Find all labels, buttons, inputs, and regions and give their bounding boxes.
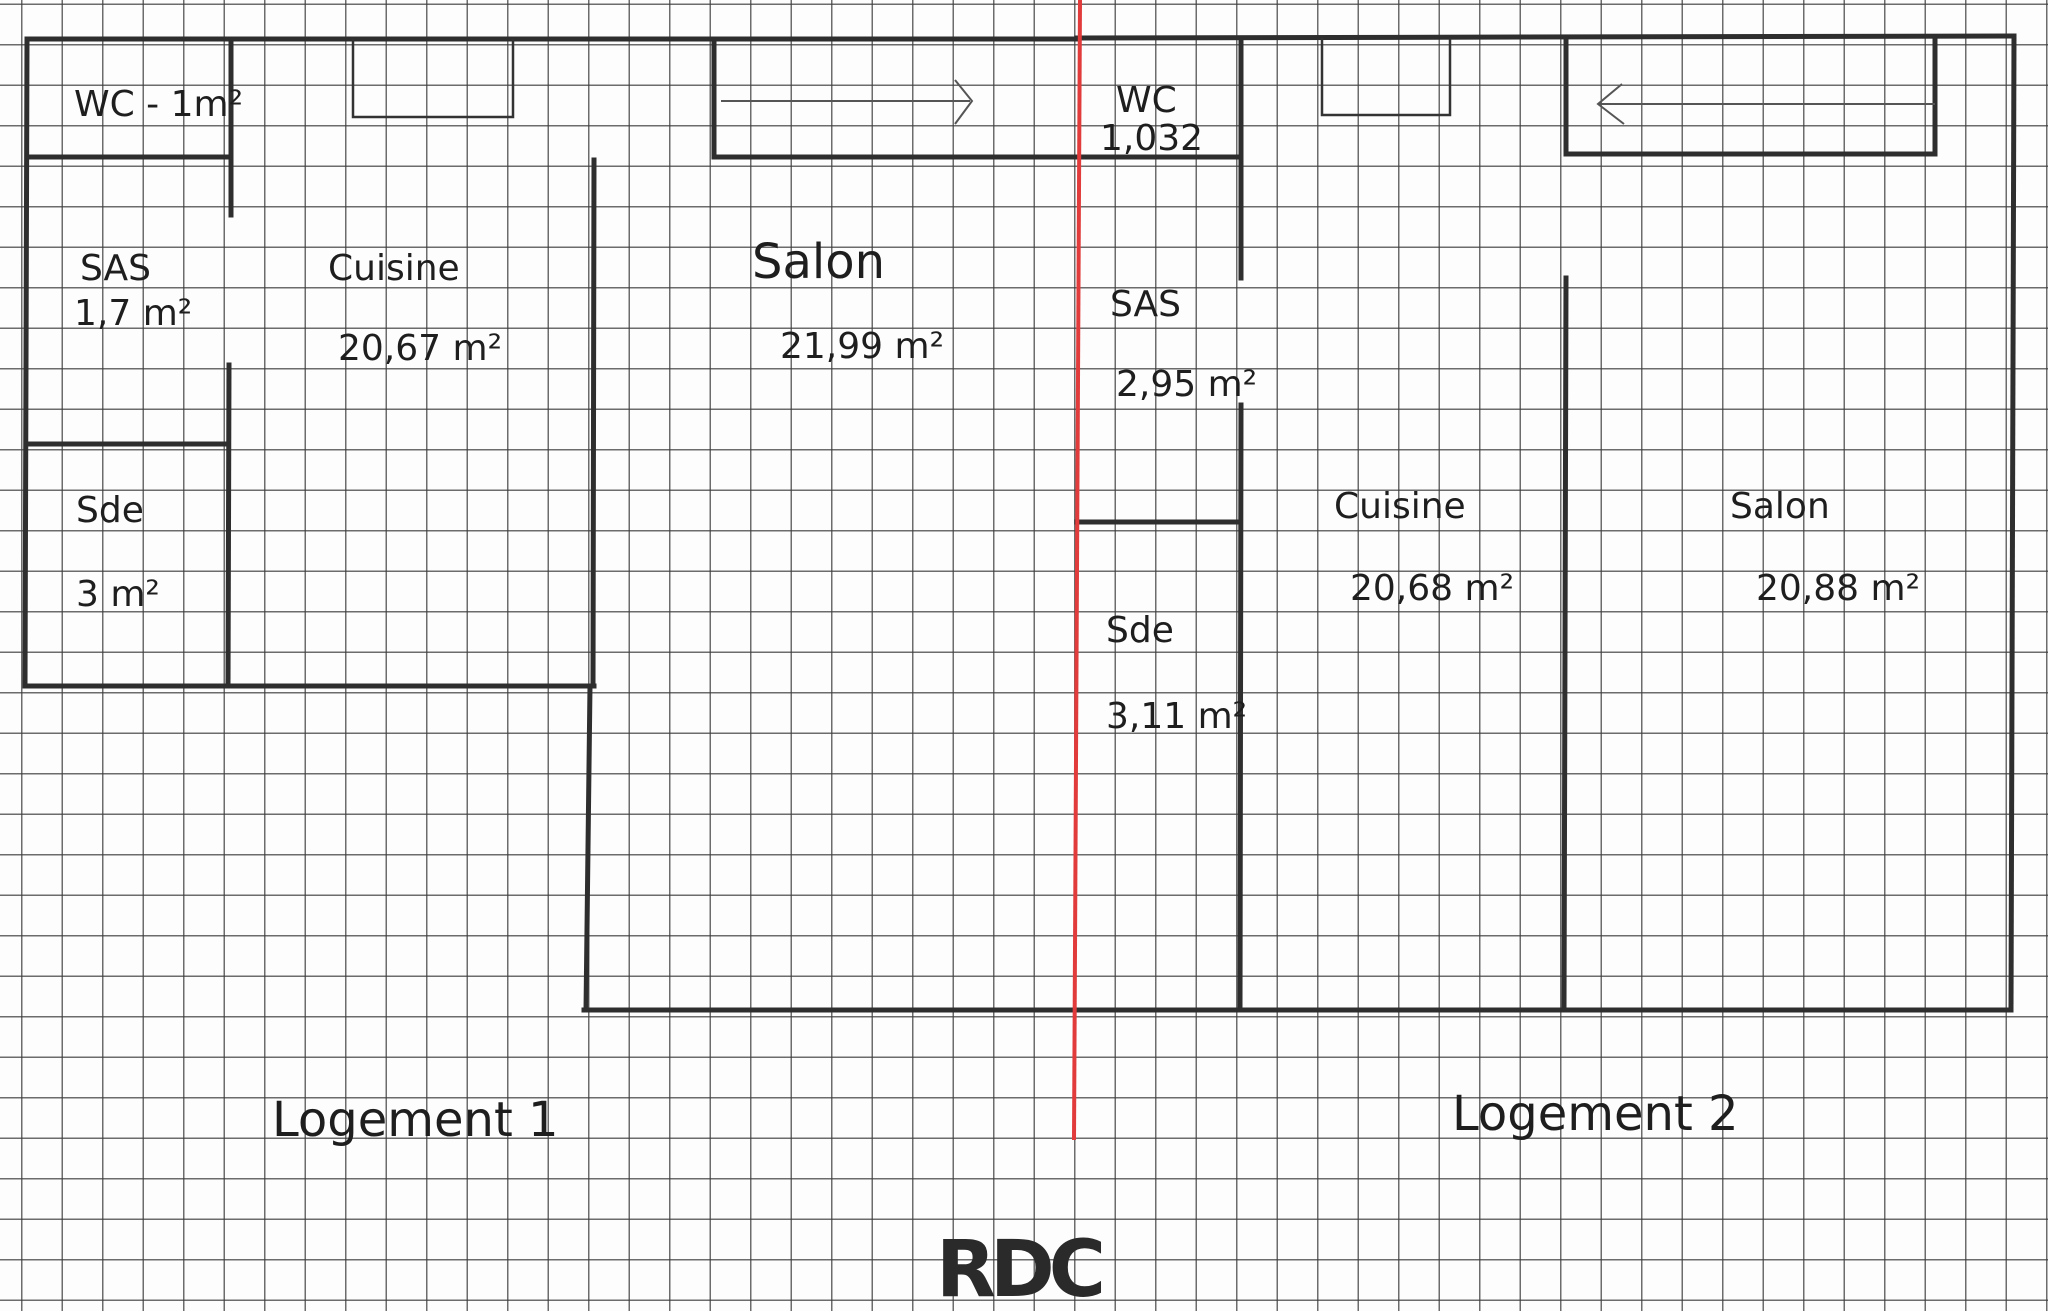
logement2-walls — [1074, 33, 2017, 1013]
window-l1 — [351, 39, 515, 119]
logement1-walls — [22, 36, 1080, 1013]
red-divider-line — [1072, 0, 1082, 1141]
left-wall-l1 — [22, 36, 30, 689]
sde-name-l2: Sde — [1106, 610, 1174, 651]
logement1-label: Logement 1 — [272, 1092, 559, 1148]
cuisine-area-l2: 20,68 m² — [1350, 568, 1514, 609]
logement2-label: Logement 2 — [1452, 1086, 1739, 1142]
salon-name-l1: Salon — [752, 234, 885, 290]
top-wall-l2 — [1074, 33, 2017, 41]
salon-area-l1: 21,99 m² — [780, 326, 944, 367]
cuisine-name-l1: Cuisine — [328, 248, 460, 289]
sas-area-l1: 1,7 m² — [74, 293, 192, 334]
sas-area-l2: 2,95 m² — [1116, 364, 1257, 405]
sas-name-l1: SAS — [80, 248, 151, 289]
cuisine-salon-wall-l1 — [590, 157, 597, 689]
cuisine-name-l2: Cuisine — [1334, 486, 1466, 527]
cuisine-salon-wall-l2 — [1561, 275, 1569, 1013]
salon-name-l2: Salon — [1730, 486, 1830, 527]
window-l2 — [1320, 38, 1452, 117]
sde-area-l1: 3 m² — [76, 574, 160, 615]
staircase-l2 — [1563, 35, 1938, 157]
cuisine-area-l1: 20,67 m² — [338, 328, 502, 369]
salon-area-l2: 20,88 m² — [1756, 568, 1920, 609]
wc-name-l2: WC — [1116, 80, 1177, 121]
salon-left-wall-l1 — [583, 683, 593, 1013]
wc-label-l1: WC - 1m² — [74, 84, 243, 125]
sas-sde-side-wall-l1 — [225, 362, 232, 689]
level-title: RDC — [936, 1225, 1102, 1311]
sas-sde-side-wall-l2 — [1237, 402, 1244, 1013]
staircase-l1 — [711, 36, 1080, 160]
sde-name-l1: Sde — [76, 490, 144, 531]
wc-area-l2: 1,032 — [1100, 118, 1203, 159]
arrowhead-right-icon — [954, 79, 974, 125]
arrowhead-left-icon — [1596, 83, 1625, 125]
sas-name-l2: SAS — [1110, 284, 1181, 325]
sde-area-l2: 3,11 m² — [1106, 696, 1247, 737]
right-wall-l2 — [2008, 33, 2017, 1013]
